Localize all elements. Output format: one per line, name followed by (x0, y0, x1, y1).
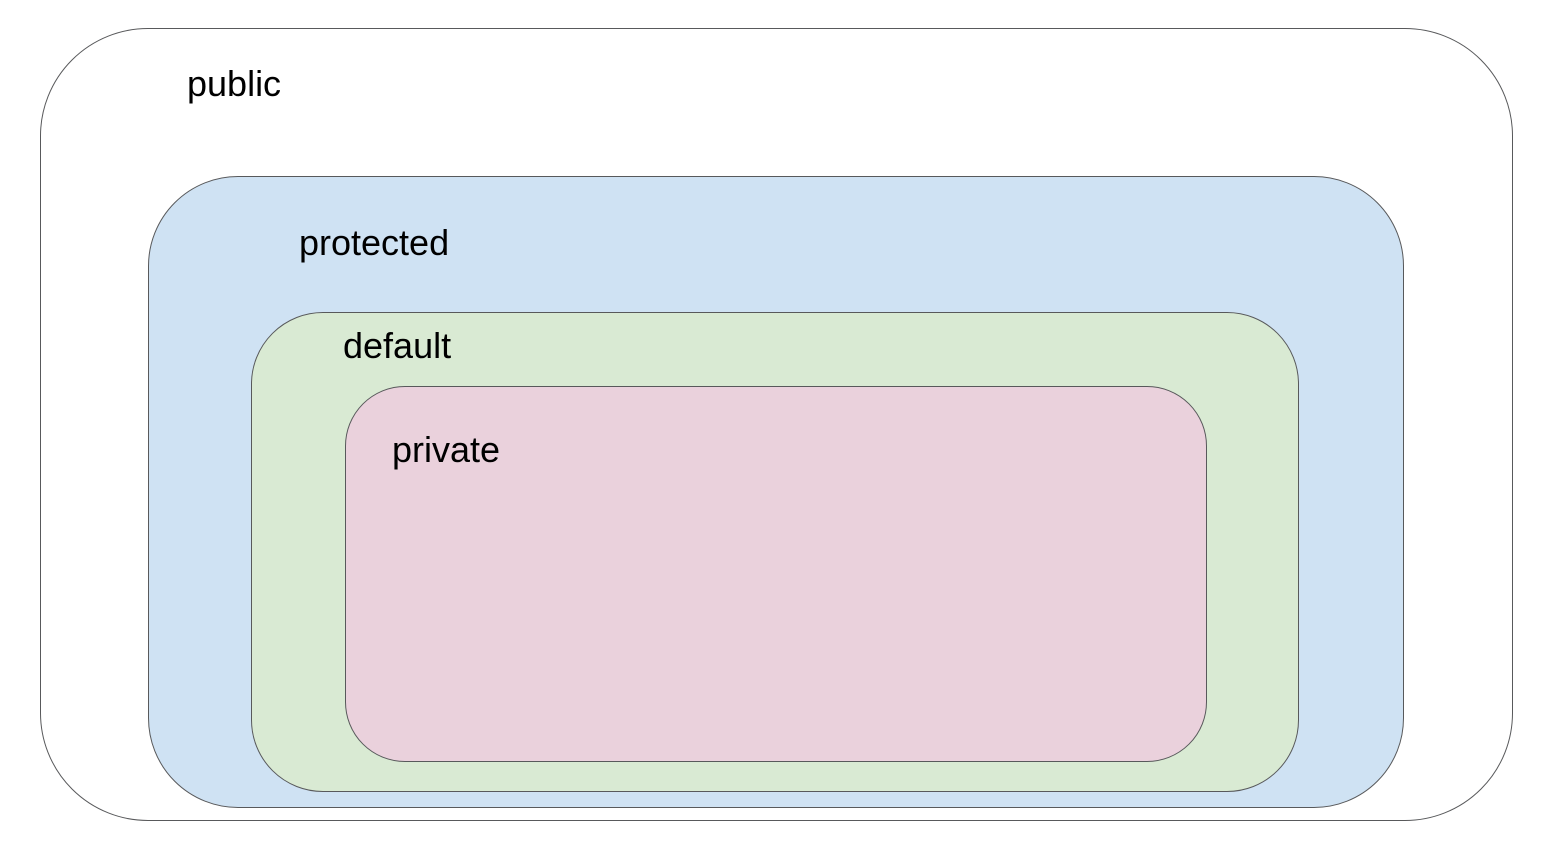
scope-box-private (345, 386, 1207, 762)
scope-label-private: private (392, 429, 501, 470)
scope-label-public: public (187, 63, 282, 104)
scope-label-default: default (343, 325, 452, 366)
scope-label-protected: protected (299, 222, 450, 263)
